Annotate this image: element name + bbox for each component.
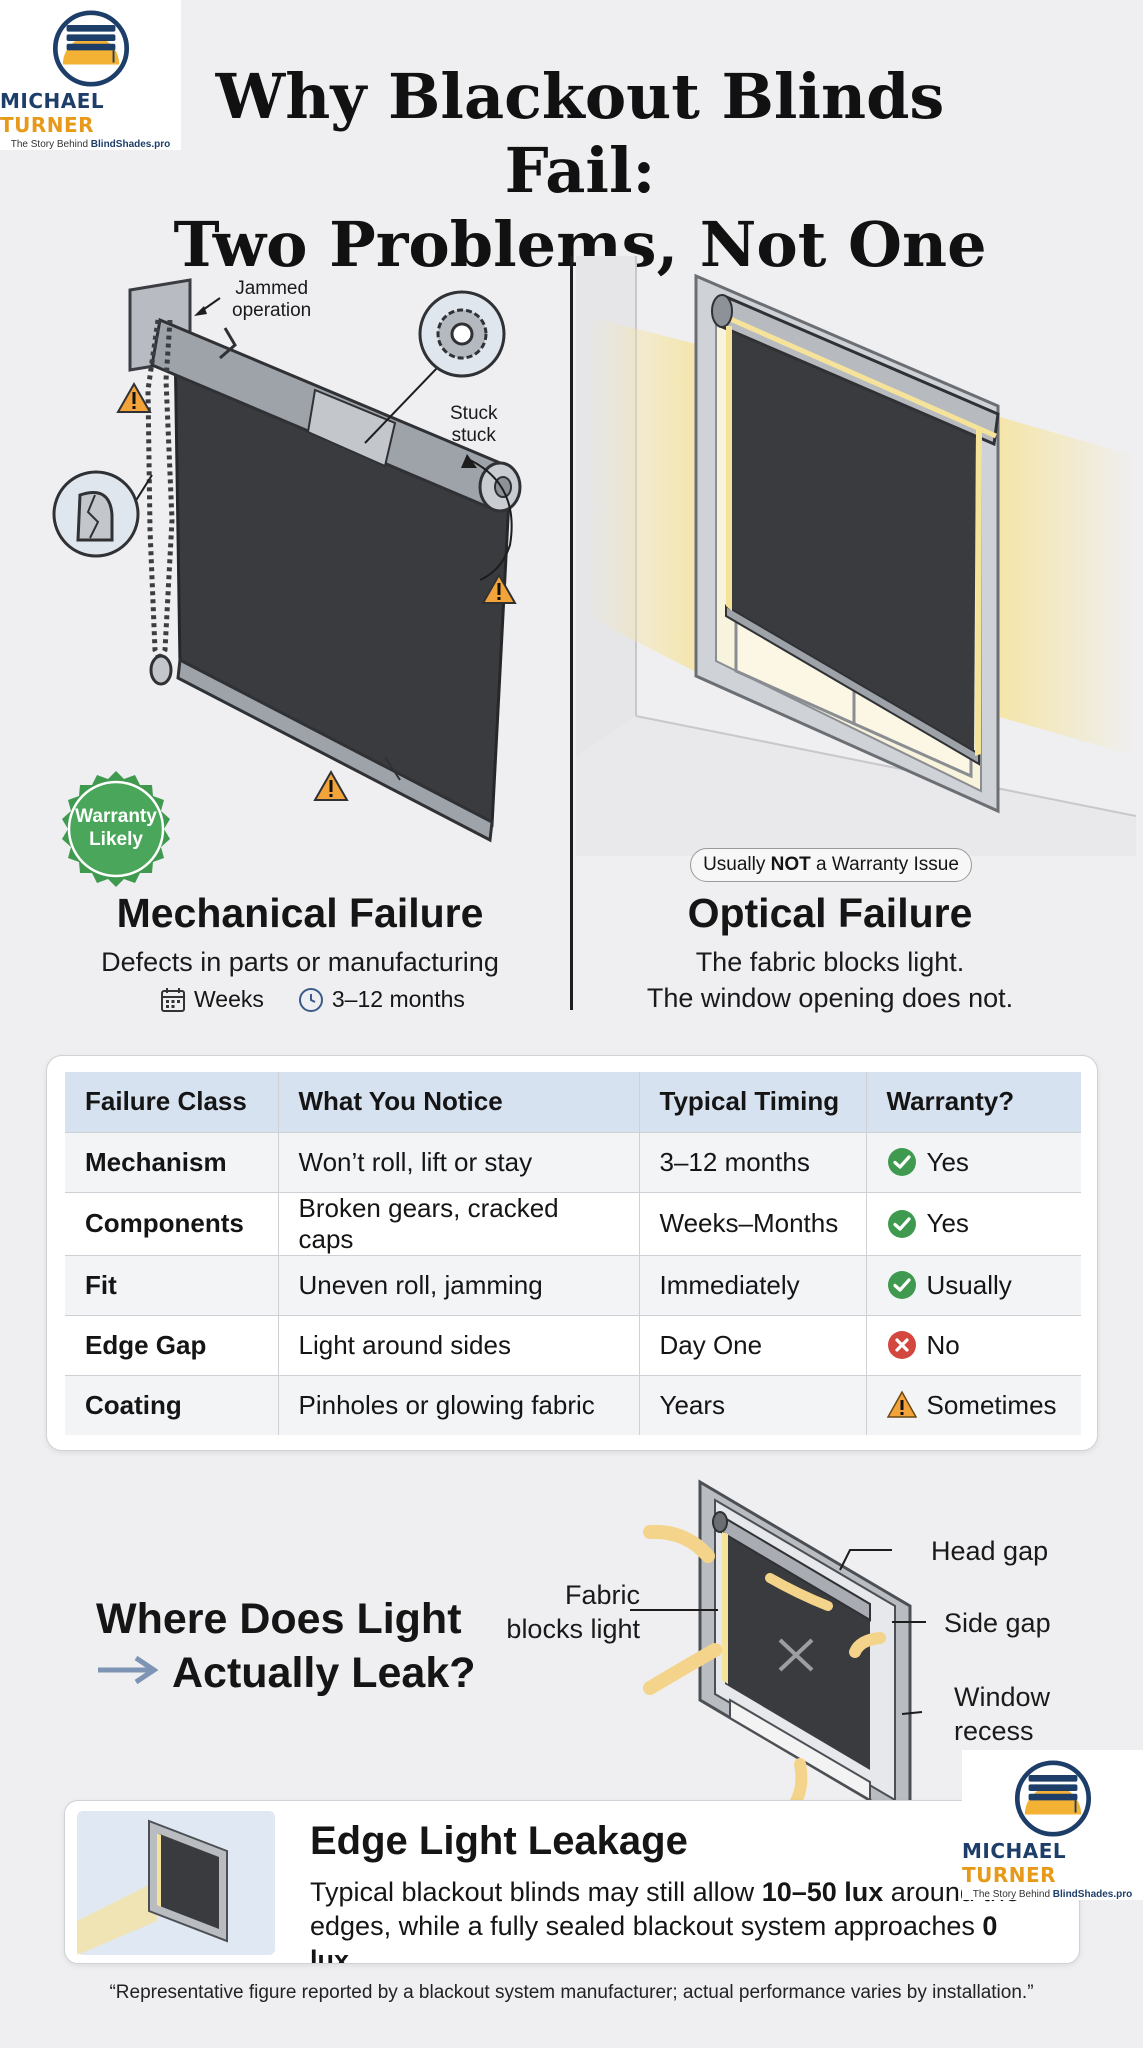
x-circle-icon bbox=[887, 1330, 917, 1360]
timing-months: 3–12 months bbox=[331, 986, 465, 1012]
calendar-icon bbox=[161, 987, 185, 1012]
cell-typical-timing: Years bbox=[639, 1375, 867, 1435]
cell-what-you-notice: Uneven roll, jamming bbox=[278, 1255, 640, 1316]
cell-what-you-notice: Broken gears, cracked caps bbox=[278, 1192, 640, 1256]
header-warranty: Warranty? bbox=[866, 1072, 1081, 1133]
page-title: Why Blackout Blinds Fail: Two Problems, … bbox=[173, 60, 987, 281]
cell-what-you-notice: Pinholes or glowing fabric bbox=[278, 1375, 640, 1435]
seal-line-1: Warranty bbox=[75, 806, 157, 827]
cell-failure-class: Mechanism bbox=[65, 1132, 279, 1193]
optical-subtitle: The fabric blocks light. The window open… bbox=[646, 947, 1014, 1013]
cell-failure-class: Components bbox=[65, 1192, 279, 1256]
cell-failure-class: Edge Gap bbox=[65, 1315, 279, 1376]
warning-icon bbox=[313, 769, 349, 801]
header-failure-class: Failure Class bbox=[65, 1072, 279, 1133]
edge-text: Typical blackout blinds may still allow … bbox=[310, 1877, 1020, 1964]
warranty-value: No bbox=[926, 1329, 960, 1360]
mechanical-timing: Weeks 3–12 months bbox=[160, 986, 465, 1013]
panel-divider bbox=[570, 256, 573, 1010]
check-circle-icon bbox=[887, 1270, 917, 1300]
cell-typical-timing: Day One bbox=[639, 1315, 867, 1376]
warning-icon bbox=[481, 572, 517, 604]
clock-icon bbox=[298, 987, 323, 1012]
logo-name: MICHAEL TURNER bbox=[962, 1839, 1067, 1887]
mechanical-subtitle: Defects in parts or manufacturing bbox=[101, 947, 499, 977]
warning-icon bbox=[886, 1390, 917, 1420]
header-typical-timing: Typical Timing bbox=[639, 1072, 867, 1133]
cell-failure-class: Coating bbox=[65, 1375, 279, 1435]
seal-line-2: Likely bbox=[89, 829, 143, 850]
cell-typical-timing: 3–12 months bbox=[639, 1132, 867, 1193]
cell-warranty: Yes bbox=[866, 1192, 1081, 1256]
edge-thumbnail bbox=[77, 1811, 275, 1955]
window-leak-diagram bbox=[630, 1479, 926, 1827]
arrow-right-icon bbox=[98, 1655, 158, 1685]
label-head-gap: Head gap bbox=[931, 1536, 1049, 1566]
optical-title: Optical Failure bbox=[687, 890, 973, 936]
blinds-sunrise-logo-icon bbox=[1014, 1760, 1091, 1837]
logo-name: MICHAEL TURNER bbox=[0, 89, 105, 137]
table-header-row: Failure Class What You Notice Typical Ti… bbox=[65, 1072, 1081, 1133]
warranty-value: Sometimes bbox=[926, 1389, 1057, 1420]
cell-warranty: Usually bbox=[866, 1255, 1081, 1316]
edge-title: Edge Light Leakage bbox=[310, 1819, 688, 1863]
cell-warranty: Sometimes bbox=[866, 1375, 1081, 1435]
cell-warranty: No bbox=[866, 1315, 1081, 1376]
cell-typical-timing: Weeks–Months bbox=[639, 1192, 867, 1256]
cell-what-you-notice: Light around sides bbox=[278, 1315, 640, 1376]
cell-warranty: Yes bbox=[866, 1132, 1081, 1193]
failure-table-card: Failure Class What You Notice Typical Ti… bbox=[46, 1055, 1098, 1451]
leak-question: Where Does Light Actually Leak? bbox=[96, 1595, 476, 1697]
warranty-value: Usually bbox=[926, 1269, 1012, 1300]
cell-failure-class: Fit bbox=[65, 1255, 279, 1316]
failure-table: Failure Class What You Notice Typical Ti… bbox=[65, 1072, 1081, 1435]
footnote: “Representative figure reported by a bla… bbox=[109, 1982, 1034, 2003]
warranty-likely-seal: Warranty Likely bbox=[54, 769, 178, 893]
logo-bottom: MICHAEL TURNER The Story Behind BlindSha… bbox=[962, 1750, 1143, 1900]
logo-top: MICHAEL TURNER The Story Behind BlindSha… bbox=[0, 0, 181, 150]
cell-what-you-notice: Won’t roll, lift or stay bbox=[278, 1132, 640, 1193]
check-circle-icon bbox=[887, 1147, 917, 1177]
logo-tagline: The Story Behind BlindShades.pro bbox=[10, 139, 171, 150]
mechanical-blind-illustration bbox=[52, 278, 522, 843]
warranty-value: Yes bbox=[926, 1208, 969, 1238]
cell-typical-timing: Immediately bbox=[639, 1255, 867, 1316]
label-side-gap: Side gap bbox=[944, 1608, 1051, 1638]
warranty-issue-badge: Usually NOT a Warranty Issue bbox=[690, 848, 972, 882]
optical-blind-illustration bbox=[576, 256, 1136, 856]
timing-weeks: Weeks bbox=[194, 986, 264, 1012]
blinds-sunrise-logo-icon bbox=[52, 10, 129, 87]
warranty-value: Yes bbox=[926, 1146, 969, 1177]
logo-tagline: The Story Behind BlindShades.pro bbox=[972, 1889, 1133, 1900]
edge-leakage-card: Edge Light Leakage Typical blackout blin… bbox=[64, 1800, 1080, 1964]
check-circle-icon bbox=[887, 1209, 917, 1239]
header-what-you-notice: What You Notice bbox=[278, 1072, 640, 1133]
mechanical-title: Mechanical Failure bbox=[116, 890, 484, 936]
warning-icon bbox=[116, 381, 152, 413]
